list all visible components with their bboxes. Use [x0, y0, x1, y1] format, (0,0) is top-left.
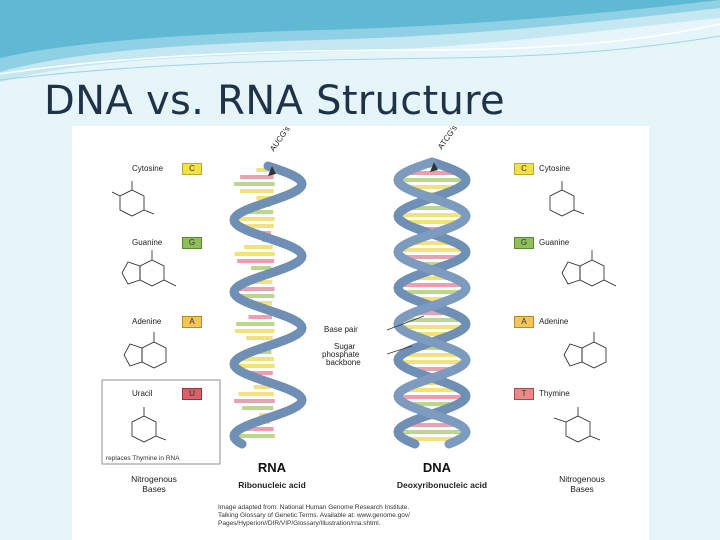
left-base-name-2: Guanine — [132, 238, 163, 247]
credit-line-1: Image adapted from: National Human Genom… — [218, 504, 410, 511]
rna-subheading: Ribonucleic acid — [238, 480, 306, 490]
helix-drawing — [101, 157, 617, 465]
right-footer-2: Bases — [570, 484, 594, 494]
left-base-name-3: Adenine — [132, 317, 162, 326]
left-base-name-1: Cytosine — [132, 164, 164, 173]
dna-arrow-icon — [430, 162, 438, 172]
uracil-note: replaces Thymine in RNA — [106, 455, 180, 462]
backbone-label-1: Sugar — [334, 342, 356, 351]
right-base-letter-3: A — [514, 316, 534, 328]
right-base-name-3: Adenine — [539, 317, 569, 326]
backbone-label-3: backbone — [326, 358, 361, 367]
dna-rna-figure: AUCG's ATCG's Cytosine C Guanine G Adeni… — [72, 124, 649, 540]
base-pair-label: Base pair — [324, 325, 358, 334]
left-base-letter-2: G — [182, 237, 202, 249]
right-molecules — [549, 181, 617, 443]
right-base-letter-2: G — [514, 237, 534, 249]
rna-heading: RNA — [257, 460, 287, 475]
left-molecules — [111, 181, 177, 443]
left-footer-1: Nitrogenous — [131, 474, 177, 484]
left-base-letter-1: C — [182, 163, 202, 175]
right-base-name-2: Guanine — [539, 238, 570, 247]
credit-line-3: Pages/Hyperion//DIR/VIP/Glossary/Illustr… — [218, 520, 381, 527]
base-pair-leader — [386, 315, 425, 331]
left-base-letter-3: A — [182, 316, 202, 328]
right-base-letter-1: C — [514, 163, 534, 175]
backbone-label-2: phosphate — [322, 350, 360, 359]
right-base-name-4: Thymine — [539, 389, 570, 398]
dna-subheading: Deoxyribonucleic acid — [396, 480, 488, 490]
right-footer-1: Nitrogenous — [559, 474, 605, 484]
right-base-name-1: Cytosine — [539, 164, 571, 173]
dna-heading: DNA — [422, 460, 452, 475]
left-base-letter-4: U — [182, 388, 202, 400]
right-base-letter-4: T — [514, 388, 534, 400]
slide-title: DNA vs. RNA Structure — [44, 78, 505, 124]
rna-helix — [229, 161, 307, 449]
left-footer-2: Bases — [142, 484, 166, 494]
backbone-leader — [386, 345, 413, 355]
rna-arrow-icon — [268, 166, 276, 176]
dna-helix — [393, 157, 471, 449]
uracil-box — [101, 379, 221, 465]
left-base-name-4: Uracil — [132, 389, 153, 398]
credit-line-2: Talking Glossary of Genetic Terms. Avail… — [218, 512, 410, 519]
